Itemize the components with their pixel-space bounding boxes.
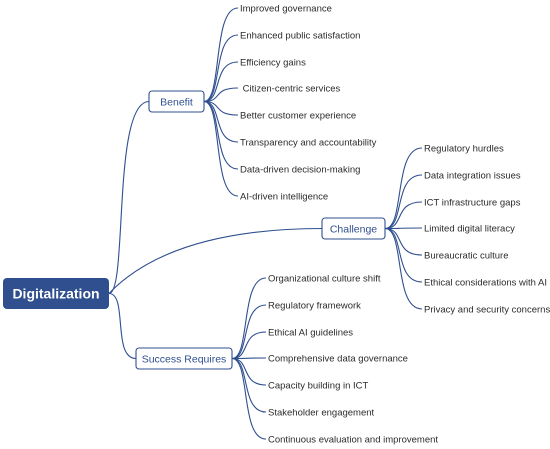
- leaf-connector-line: [231, 357, 267, 413]
- leaf-connector-line: [203, 61, 239, 103]
- branch-node-benefit: Benefit: [148, 90, 205, 113]
- branch-node-challenge: Challenge: [321, 217, 386, 240]
- leaf-item-label: AI-driven intelligence: [240, 192, 328, 203]
- branch-node-box: [148, 90, 205, 113]
- leaf-item-label: Limited digital literacy: [424, 224, 515, 235]
- root-to-challenge-line: [108, 227, 323, 294]
- leaf-item-label: Efficiency gains: [240, 58, 306, 69]
- leaf-item-label: Better customer experience: [240, 111, 356, 122]
- root-node: Digitalization: [3, 278, 109, 309]
- leaf-connector-line: [203, 34, 239, 103]
- leaf-item-label: ICT infrastructure gaps: [424, 198, 521, 209]
- leaf-item-label: Privacy and security concerns: [424, 305, 550, 316]
- leaf-connector-line: [231, 357, 267, 360]
- leaf-item-label: Improved governance: [240, 4, 332, 15]
- leaf-connector-line: [384, 201, 423, 230]
- root-node-box: [3, 278, 109, 309]
- leaf-item-label: Citizen-centric services: [240, 84, 341, 95]
- root-node-label: Digitalization: [12, 286, 99, 302]
- leaf-connector-line: [231, 277, 267, 360]
- branch-node-success-requires: Success Requires: [135, 347, 233, 370]
- connector-lines: [108, 7, 423, 440]
- leaf-connector-line: [384, 227, 423, 310]
- branch-node-label: Benefit: [160, 97, 193, 109]
- leaf-connector-line: [231, 304, 267, 360]
- leaf-connector-line: [203, 7, 239, 103]
- root-to-benefit-line: [108, 100, 150, 295]
- leaf-item-label: Data integration issues: [424, 171, 521, 182]
- leaf-item-label: Ethical considerations with AI: [424, 278, 547, 289]
- leaf-connector-line: [203, 87, 239, 103]
- leaf-connector-line: [231, 357, 267, 386]
- leaf-connector-line: [231, 357, 267, 440]
- branch-node-box: [135, 347, 233, 370]
- leaf-item-label: Regulatory framework: [268, 301, 361, 312]
- leaf-connector-line: [384, 174, 423, 230]
- leaf-item-label: Stakeholder engagement: [268, 408, 375, 419]
- leaf-item-label: Organizational culture shift: [268, 274, 381, 285]
- leaf-item-label: Comprehensive data governance: [268, 354, 408, 365]
- branch-node-label: Challenge: [330, 224, 377, 236]
- leaf-connector-line: [203, 100, 239, 197]
- leaf-connector-line: [384, 147, 423, 230]
- leaf-connector-line: [231, 331, 267, 360]
- leaf-item-label: Bureaucratic culture: [424, 251, 508, 262]
- leaf-connector-line: [203, 100, 239, 143]
- leaf-item-label: Regulatory hurdles: [424, 144, 504, 155]
- leaf-item-label: Enhanced public satisfaction: [240, 31, 360, 42]
- leaf-item-label: Transparency and accountability: [240, 138, 377, 149]
- leaf-connector-line: [384, 227, 423, 256]
- leaf-item-label: Capacity building in ICT: [268, 381, 369, 392]
- leaf-item-label: Ethical AI guidelines: [268, 328, 353, 339]
- leaf-item-label: Continuous evaluation and improvement: [268, 435, 438, 446]
- branch-node-box: [321, 217, 386, 240]
- branch-node-label: Success Requires: [142, 354, 227, 366]
- leaf-connector-line: [384, 227, 423, 230]
- leaf-connector-line: [384, 227, 423, 283]
- leaf-item-label: Data-driven decision-making: [240, 165, 360, 176]
- leaf-connector-line: [203, 100, 239, 170]
- root-to-success-requires-line: [108, 292, 137, 360]
